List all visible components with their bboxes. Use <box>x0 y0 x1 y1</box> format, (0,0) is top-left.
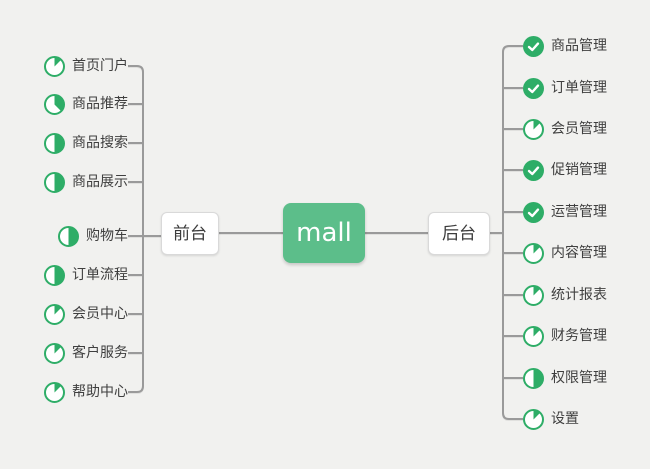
right-branch-stubs <box>503 87 523 379</box>
topic-label: 首页门户 <box>72 58 128 74</box>
topic-label: 设置 <box>551 411 579 427</box>
topic-statistics-report[interactable]: 统计报表 <box>523 284 607 306</box>
left-branch-stubs <box>128 103 161 354</box>
topic-label: 财务管理 <box>551 328 607 344</box>
progress-pie-icon <box>44 93 65 115</box>
check-circle-icon <box>523 159 544 181</box>
topic-home-portal[interactable]: 首页门户 <box>44 55 128 77</box>
check-circle-icon <box>523 77 544 99</box>
left-branch-bus <box>128 65 144 393</box>
topic-label: 帮助中心 <box>72 384 128 400</box>
progress-pie-icon <box>523 325 544 347</box>
check-circle-icon <box>523 35 544 57</box>
topic-label: 运营管理 <box>551 204 607 220</box>
topic-product-recommend[interactable]: 商品推荐 <box>44 93 128 115</box>
topic-label: 促销管理 <box>551 162 607 178</box>
node-label: mall <box>296 218 352 248</box>
progress-pie-icon <box>44 132 65 154</box>
topic-label: 内容管理 <box>551 245 607 261</box>
progress-pie-icon <box>58 225 79 247</box>
progress-pie-icon <box>44 381 65 403</box>
node-label: 前台 <box>173 223 207 244</box>
topic-settings[interactable]: 设置 <box>523 408 579 430</box>
topic-label: 商品展示 <box>72 174 128 190</box>
progress-pie-icon <box>523 367 544 389</box>
progress-pie-icon <box>523 118 544 140</box>
progress-pie-icon <box>44 303 65 325</box>
topic-promotion-mgmt[interactable]: 促销管理 <box>523 159 607 181</box>
progress-pie-icon <box>44 171 65 193</box>
node-label: 后台 <box>442 223 476 244</box>
topic-label: 购物车 <box>86 228 128 244</box>
topic-member-center[interactable]: 会员中心 <box>44 303 128 325</box>
progress-pie-icon <box>523 242 544 264</box>
topic-label: 会员管理 <box>551 121 607 137</box>
progress-pie-icon <box>44 55 65 77</box>
check-circle-icon <box>523 201 544 223</box>
progress-pie-icon <box>523 284 544 306</box>
topic-label: 权限管理 <box>551 370 607 386</box>
topic-shopping-cart[interactable]: 购物车 <box>58 225 128 247</box>
node-backend[interactable]: 后台 <box>428 212 490 255</box>
node-root-mall[interactable]: mall <box>283 203 365 263</box>
topic-help-center[interactable]: 帮助中心 <box>44 381 128 403</box>
topic-label: 会员中心 <box>72 306 128 322</box>
topic-order-mgmt[interactable]: 订单管理 <box>523 77 607 99</box>
node-frontend[interactable]: 前台 <box>161 212 219 255</box>
topic-content-mgmt[interactable]: 内容管理 <box>523 242 607 264</box>
topic-label: 订单管理 <box>551 80 607 96</box>
progress-pie-icon <box>523 408 544 430</box>
topic-label: 商品推荐 <box>72 96 128 112</box>
topic-label: 商品管理 <box>551 38 607 54</box>
progress-pie-icon <box>44 264 65 286</box>
right-branch-bus <box>502 45 523 420</box>
topic-permission-mgmt[interactable]: 权限管理 <box>523 367 607 389</box>
topic-label: 客户服务 <box>72 345 128 361</box>
topic-label: 订单流程 <box>72 267 128 283</box>
topic-product-mgmt[interactable]: 商品管理 <box>523 35 607 57</box>
topic-member-mgmt[interactable]: 会员管理 <box>523 118 607 140</box>
topic-finance-mgmt[interactable]: 财务管理 <box>523 325 607 347</box>
topic-order-flow[interactable]: 订单流程 <box>44 264 128 286</box>
topic-label: 商品搜索 <box>72 135 128 151</box>
topic-customer-service[interactable]: 客户服务 <box>44 342 128 364</box>
topic-product-display[interactable]: 商品展示 <box>44 171 128 193</box>
topic-operation-mgmt[interactable]: 运营管理 <box>523 201 607 223</box>
progress-pie-icon <box>44 342 65 364</box>
topic-label: 统计报表 <box>551 287 607 303</box>
topic-product-search[interactable]: 商品搜索 <box>44 132 128 154</box>
